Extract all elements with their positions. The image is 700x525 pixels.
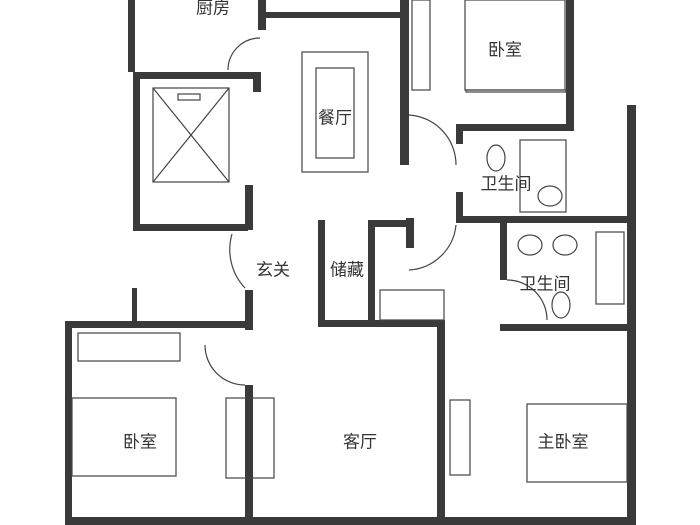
room-label-dining: 餐厅 xyxy=(318,103,352,129)
room-label-bedroom-left: 卧室 xyxy=(123,432,157,453)
room-label-bathroom-2: 卫生间 xyxy=(519,274,571,295)
room-label-living: 客厅 xyxy=(343,432,377,453)
room-label-master-bedroom: 主卧室 xyxy=(537,432,589,453)
room-label-bathroom-1: 卫生间 xyxy=(480,174,532,195)
room-label-storage: 储藏 xyxy=(330,260,364,281)
room-label-foyer: 玄关 xyxy=(256,260,290,281)
room-label-bedroom-top: 卧室 xyxy=(488,40,522,61)
walls xyxy=(65,0,636,525)
room-label-kitchen: 厨房 xyxy=(196,0,230,19)
fixtures xyxy=(71,0,628,483)
